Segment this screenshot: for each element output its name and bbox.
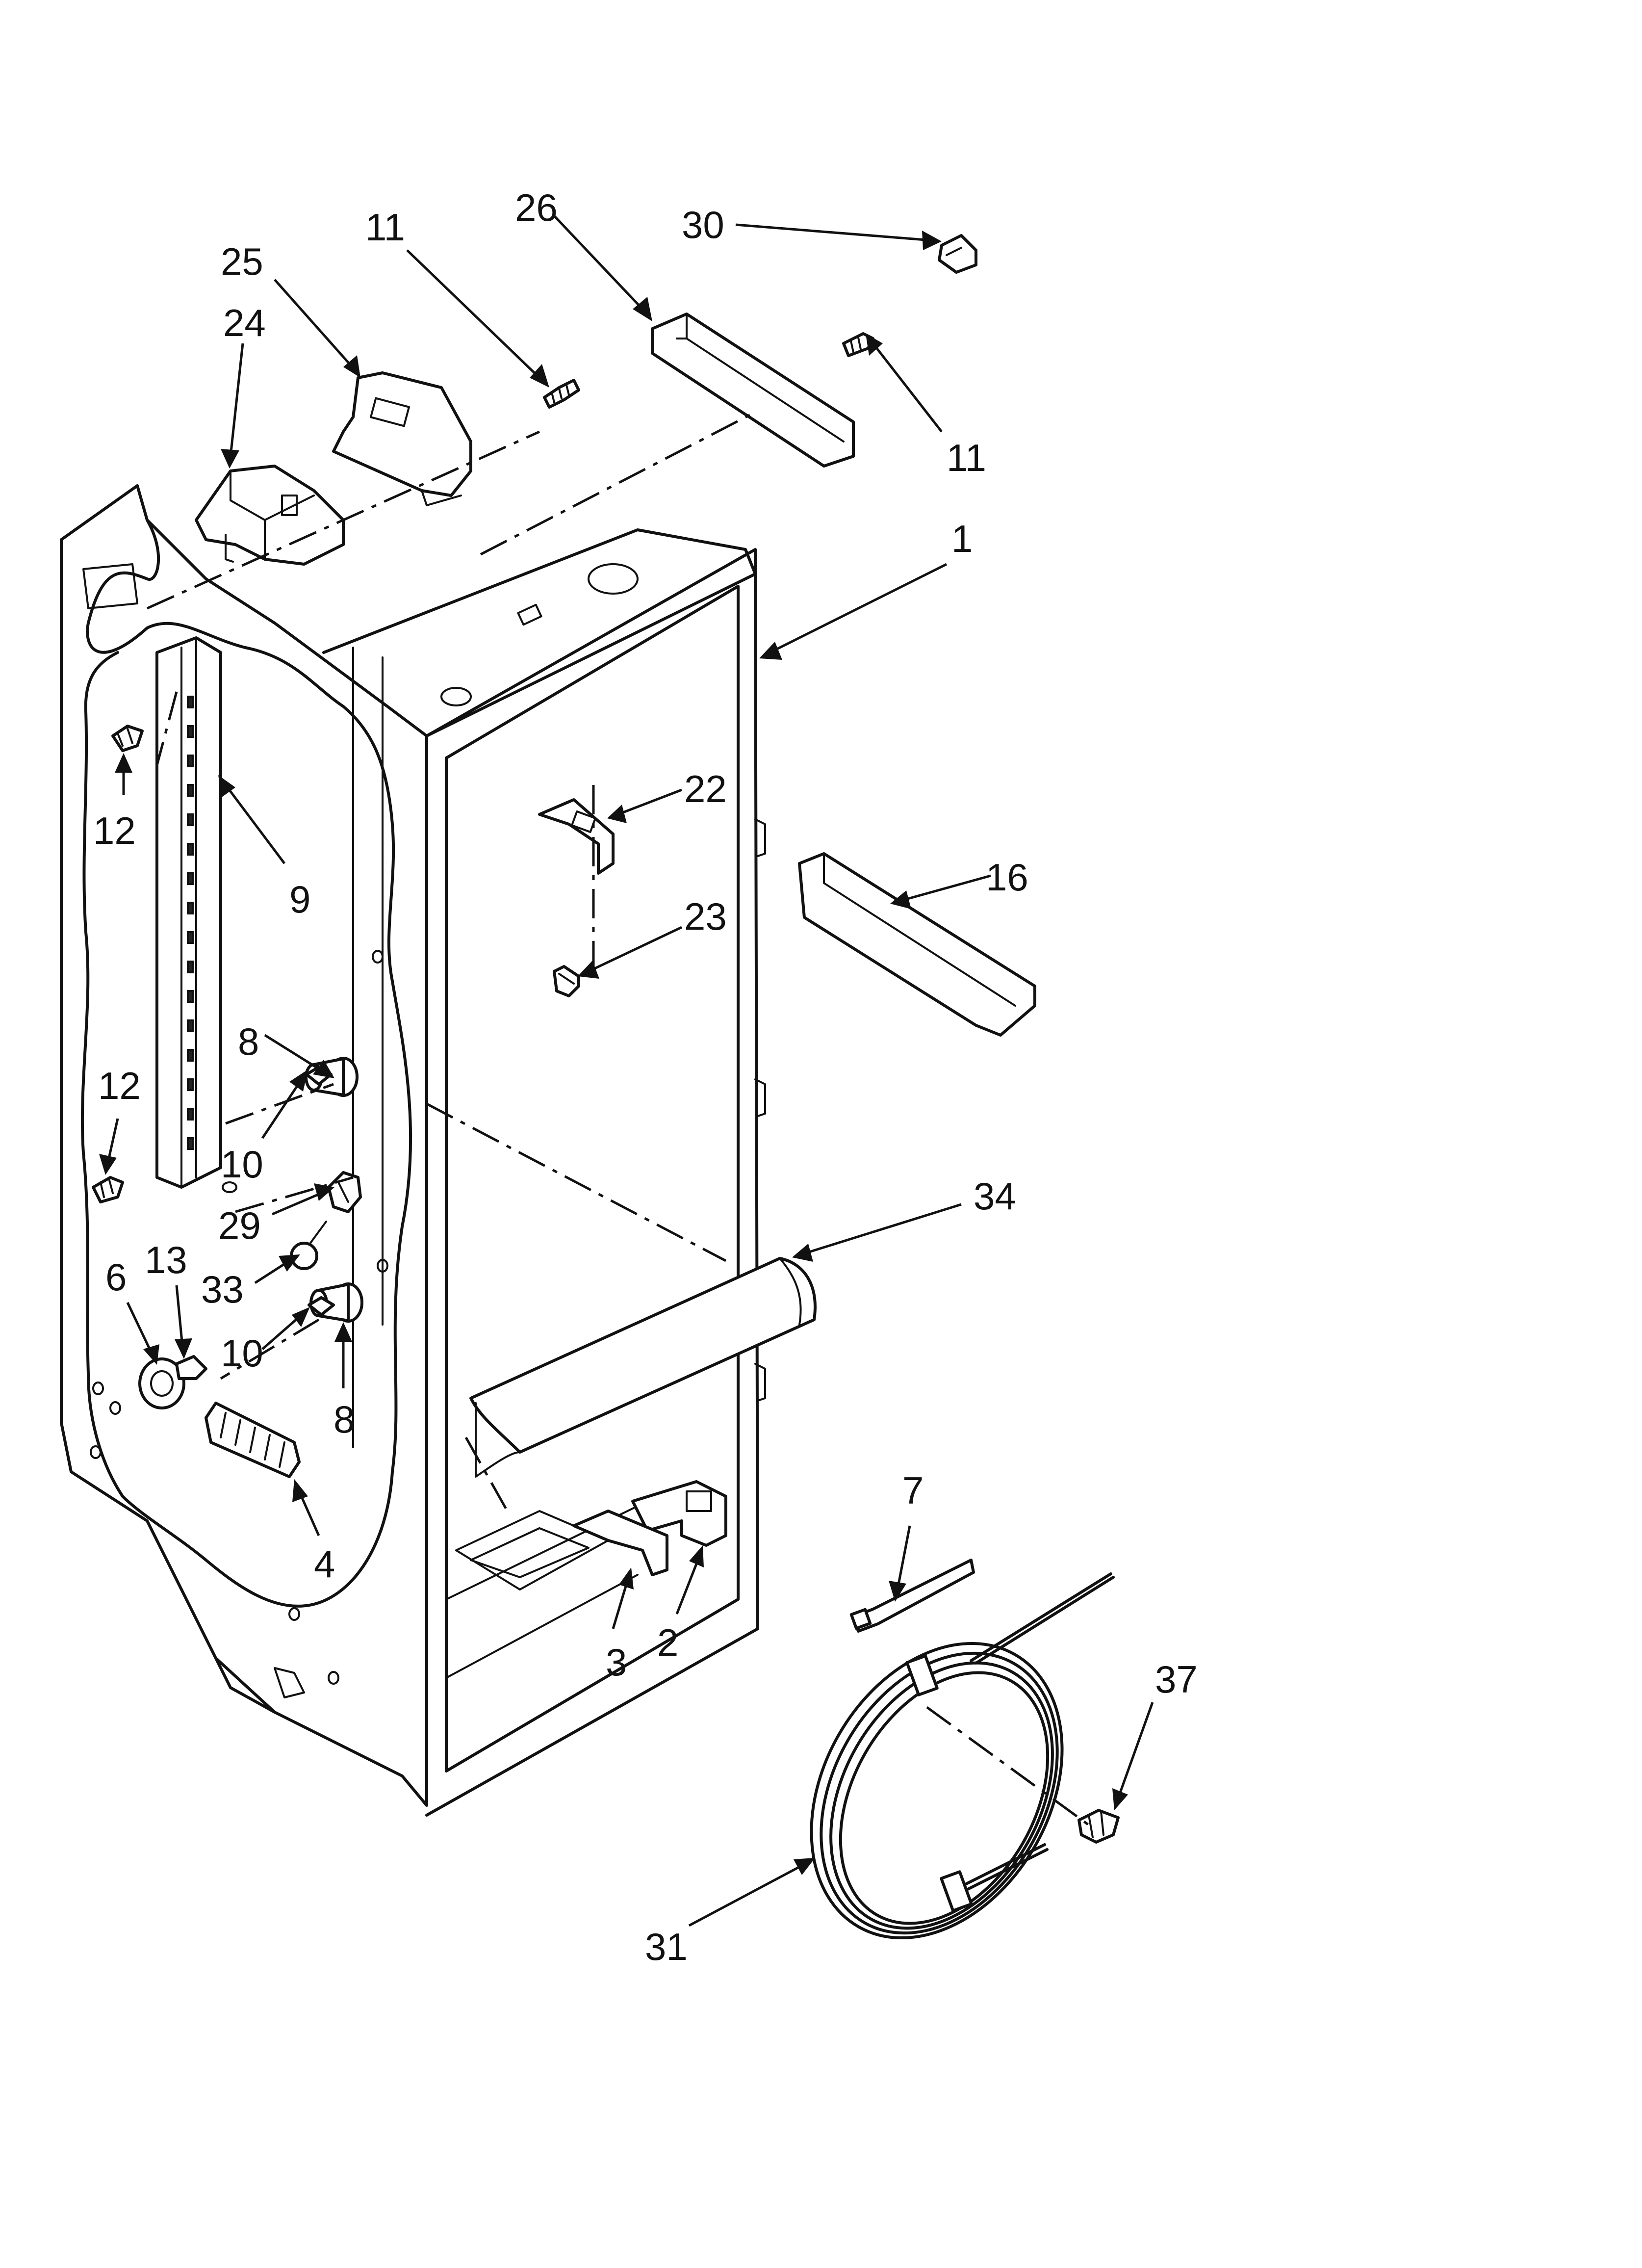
nut bbox=[175, 1355, 207, 1380]
screw bbox=[92, 1176, 124, 1203]
callout-labels: 1 2 3 4 6 7 8 8 9 10 10 11 11 12 12 13 1… bbox=[93, 186, 1198, 1968]
cable-tie bbox=[849, 1559, 975, 1633]
callout-7: 7 bbox=[902, 1469, 924, 1512]
light-bulb bbox=[290, 1221, 327, 1270]
callout-12-upper: 12 bbox=[93, 809, 136, 852]
callout-13: 13 bbox=[145, 1238, 187, 1281]
callout-22: 22 bbox=[684, 767, 727, 810]
callout-16: 16 bbox=[986, 856, 1028, 899]
callout-11-right: 11 bbox=[947, 436, 986, 479]
callout-26: 26 bbox=[515, 186, 558, 229]
socket bbox=[327, 1171, 362, 1213]
screw bbox=[1078, 1809, 1120, 1844]
callout-11-top: 11 bbox=[365, 206, 405, 249]
cover bbox=[332, 371, 472, 506]
channel bbox=[798, 852, 1036, 1037]
callout-2: 2 bbox=[657, 1621, 678, 1664]
cabinet-liner bbox=[60, 484, 766, 1817]
callout-29: 29 bbox=[218, 1204, 261, 1247]
clip bbox=[938, 234, 977, 274]
callout-12-lower: 12 bbox=[98, 1064, 141, 1107]
clip bbox=[538, 798, 615, 875]
screw bbox=[543, 379, 580, 409]
callout-8-upper: 8 bbox=[238, 1020, 259, 1063]
shroud bbox=[469, 1257, 817, 1478]
callout-23: 23 bbox=[684, 895, 727, 938]
screw bbox=[111, 725, 144, 752]
vent-grille bbox=[205, 1402, 301, 1478]
grommet bbox=[222, 1181, 237, 1193]
screw bbox=[308, 1296, 335, 1316]
callout-34: 34 bbox=[974, 1174, 1016, 1218]
callout-31: 31 bbox=[645, 1925, 688, 1968]
callout-1: 1 bbox=[951, 517, 973, 560]
callout-6: 6 bbox=[105, 1255, 127, 1299]
callout-24: 24 bbox=[223, 301, 266, 344]
bracket bbox=[631, 1480, 727, 1547]
bracket bbox=[572, 1510, 668, 1576]
roller-wheel bbox=[138, 1357, 185, 1409]
leader-lines bbox=[99, 215, 1154, 1927]
callout-3: 3 bbox=[606, 1641, 627, 1684]
callout-8-lower: 8 bbox=[334, 1398, 355, 1441]
housing bbox=[195, 465, 345, 566]
top-rail bbox=[651, 313, 855, 468]
callout-10-upper: 10 bbox=[221, 1143, 263, 1186]
screw bbox=[553, 965, 580, 997]
callout-10-lower: 10 bbox=[221, 1331, 263, 1375]
alignment-lines bbox=[146, 411, 1090, 1826]
callout-33: 33 bbox=[201, 1268, 244, 1311]
wire-harness bbox=[810, 1572, 1115, 1940]
callout-30: 30 bbox=[682, 203, 724, 246]
callout-9: 9 bbox=[289, 878, 310, 921]
ladder-slots bbox=[187, 696, 194, 1150]
callout-25: 25 bbox=[221, 240, 263, 283]
callout-4: 4 bbox=[314, 1542, 335, 1586]
callout-37: 37 bbox=[1155, 1658, 1198, 1701]
